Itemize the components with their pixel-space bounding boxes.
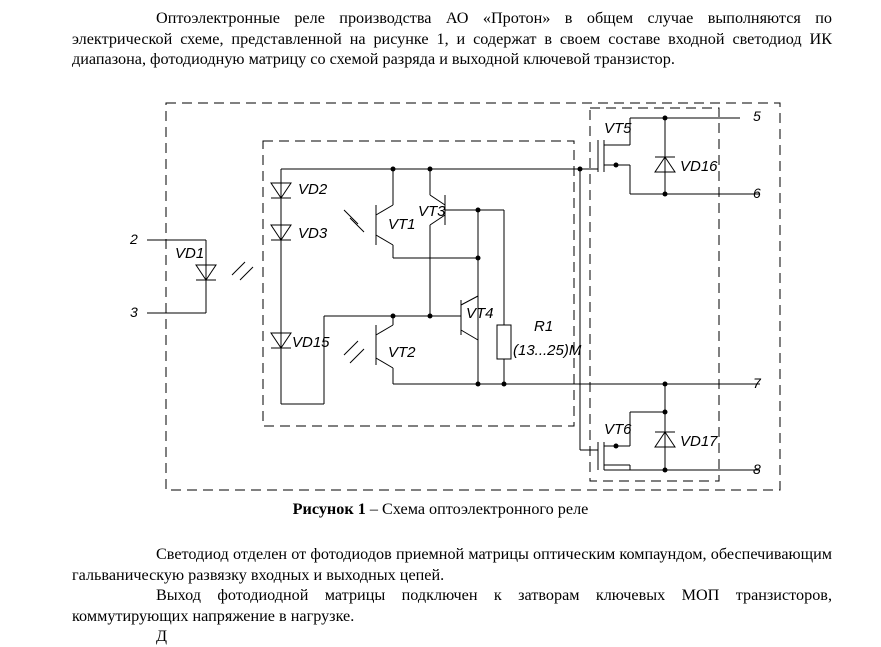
r1-value-label: (13...25)М <box>513 342 582 359</box>
output-switch-outline <box>589 107 720 482</box>
photodiode-matrix-outline <box>262 140 575 427</box>
outer-package-outline <box>165 102 781 491</box>
vt2-label: VT2 <box>388 344 416 361</box>
r1-label: R1 <box>534 318 553 335</box>
vt4-label: VT4 <box>466 305 494 322</box>
pin-5-label: 5 <box>753 108 761 124</box>
pin-8-label: 8 <box>753 461 761 477</box>
paragraph-intro: Оптоэлектронные реле производства АО «Пр… <box>72 9 832 68</box>
figure-caption: Рисунок 1 – Схема оптоэлектронного реле <box>0 500 881 519</box>
vd2-diode <box>270 182 292 199</box>
vd17-label: VD17 <box>680 433 718 450</box>
pin-7-label: 7 <box>753 375 762 391</box>
figure-caption-number: Рисунок 1 <box>292 500 366 518</box>
vd2-label: VD2 <box>298 181 328 198</box>
relay-schematic: 2 3 5 6 7 8 VD1 VD2 VD3 VD15 VT1 VT2 VT3… <box>129 102 781 491</box>
paragraph-led-isolation: Светодиод отделен от фотодиодов приемной… <box>72 545 832 584</box>
vt3-label: VT3 <box>418 203 446 220</box>
vt1-label: VT1 <box>388 216 416 233</box>
pin-6-label: 6 <box>753 185 761 201</box>
vd17-diode <box>654 431 676 448</box>
vd1-label: VD1 <box>175 245 204 262</box>
vt5-label: VT5 <box>604 120 632 137</box>
paragraph-cutoff: Д <box>156 627 168 645</box>
paragraph-matrix-output: Выход фотодиодной матрицы подключен к за… <box>72 586 832 625</box>
vd15-diode <box>270 332 292 349</box>
vd3-diode <box>270 224 292 241</box>
vd15-label: VD15 <box>292 334 330 351</box>
vd16-diode <box>654 156 676 173</box>
vd16-label: VD16 <box>680 158 718 175</box>
figure-caption-text: – Схема оптоэлектронного реле <box>365 500 589 518</box>
vd1-diode <box>195 264 217 281</box>
vt6-label: VT6 <box>604 421 632 438</box>
pin-2-label: 2 <box>129 231 138 247</box>
pin-3-label: 3 <box>130 304 138 320</box>
vd3-label: VD3 <box>298 225 328 242</box>
